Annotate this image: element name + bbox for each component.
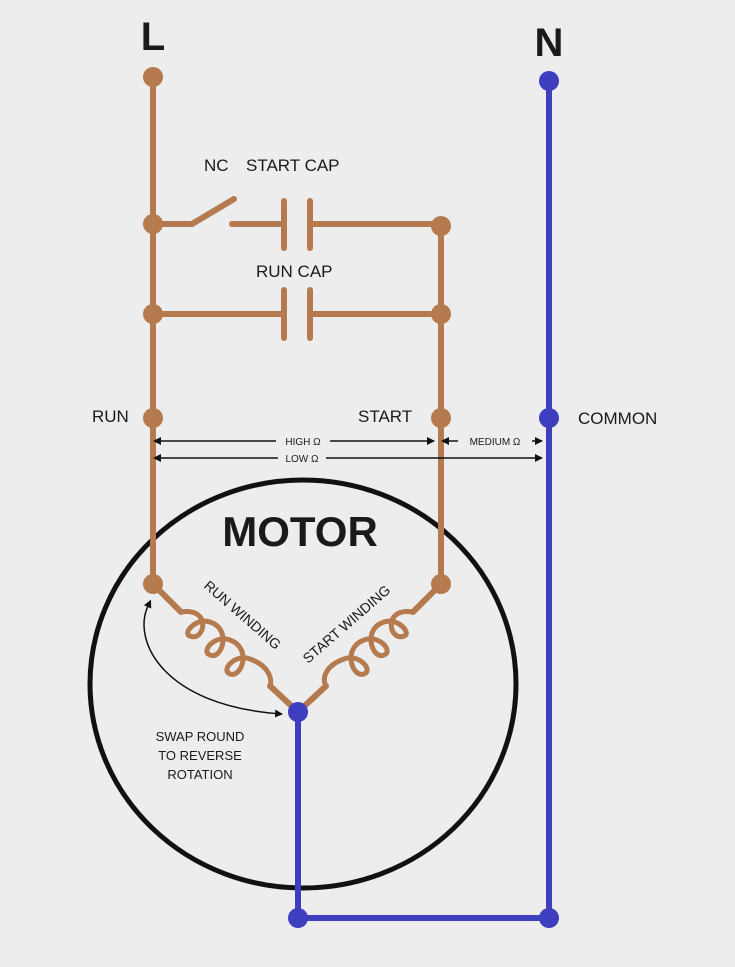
swap-note-line-2: TO REVERSE bbox=[158, 748, 242, 763]
run-cap-label: RUN CAP bbox=[256, 262, 333, 281]
nc-switch-label: NC bbox=[204, 156, 229, 175]
low-ohm-label: LOW Ω bbox=[285, 454, 319, 465]
low-ohm-label-bg bbox=[278, 451, 326, 464]
run-terminal-label: RUN bbox=[92, 407, 129, 426]
start-terminal-label: START bbox=[358, 407, 412, 426]
swap-rotation-arrow bbox=[143, 599, 283, 718]
line-junctions bbox=[143, 67, 451, 594]
swap-note-line-3: ROTATION bbox=[167, 767, 232, 782]
high-ohm-label: HIGH Ω bbox=[285, 437, 321, 448]
neutral-terminal-label: N bbox=[535, 21, 564, 65]
swap-note-line-1: SWAP ROUND bbox=[156, 729, 245, 744]
start-winding-coil bbox=[321, 609, 416, 689]
neutral-wiring bbox=[295, 78, 552, 921]
motor-housing-circle bbox=[87, 477, 519, 891]
high-ohm-label-bg bbox=[276, 434, 330, 447]
start-cap-plates bbox=[281, 198, 313, 251]
neutral-junctions bbox=[288, 71, 559, 928]
medium-ohm-label-bg bbox=[458, 434, 532, 447]
start-cap-label: START CAP bbox=[246, 156, 340, 175]
line-terminal-label: L bbox=[141, 15, 165, 59]
common-terminal-label: COMMON bbox=[578, 409, 657, 428]
medium-ohm-label: MEDIUM Ω bbox=[470, 437, 521, 448]
motor-label: MOTOR bbox=[222, 508, 378, 555]
run-cap-plates bbox=[281, 287, 313, 341]
